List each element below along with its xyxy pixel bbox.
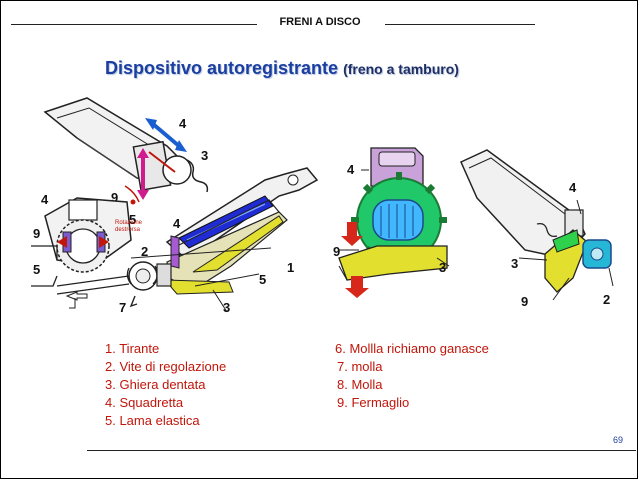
callout-a4: 5 xyxy=(129,212,136,227)
callout-d3: 9 xyxy=(521,294,528,309)
callout-a2: 3 xyxy=(201,148,208,163)
callout-c3: 3 xyxy=(439,260,446,275)
page-title: Dispositivo autoregistrante (freno a tam… xyxy=(105,58,459,79)
legend-item: 4. Squadretta xyxy=(105,395,184,410)
callout-d4: 2 xyxy=(603,292,610,307)
panel-c: 4 9 3 xyxy=(333,147,450,298)
page-number: 69 xyxy=(613,435,624,445)
callout-b5: 5 xyxy=(259,272,266,287)
title-sub: (freno a tamburo) xyxy=(343,61,459,77)
legend-item: 2. Vite di regolazione xyxy=(105,359,227,374)
brake-diagram: 4 3 9 5 4 9 5 Rot xyxy=(31,97,614,315)
legend-item: 1. Tirante xyxy=(105,341,160,356)
callout-a5: 4 xyxy=(41,192,49,207)
panel-d: 4 3 9 2 xyxy=(460,149,614,309)
callout-d2: 3 xyxy=(511,256,518,271)
callout-b2: 2 xyxy=(141,244,148,259)
legend-item: 7. molla xyxy=(337,359,383,374)
panel-a: 4 3 9 5 4 9 5 Rot xyxy=(31,97,208,309)
header-rule-right xyxy=(385,24,535,25)
panel-b: 4 2 7 1 5 3 xyxy=(119,167,319,315)
callout-a9: destrorsa xyxy=(115,227,141,233)
footer-rule xyxy=(87,450,636,451)
callout-a8: Rotazione xyxy=(115,220,143,226)
legend-left: 1. Tirante 2. Vite di regolazione 3. Ghi… xyxy=(105,340,226,430)
section-header: FRENI A DISCO xyxy=(279,16,361,28)
legend-right: 6. Mollla richiamo ganasce 7. molla 8. M… xyxy=(335,340,489,412)
callout-c1: 4 xyxy=(347,162,355,177)
callout-b1: 4 xyxy=(173,216,181,231)
legend-item: 3. Ghiera dentata xyxy=(105,377,206,392)
callout-a1: 4 xyxy=(179,116,187,131)
callout-a6: 9 xyxy=(33,226,40,241)
legend-item: 8. Molla xyxy=(337,377,383,392)
callout-b4: 1 xyxy=(287,260,294,275)
legend-item: 5. Lama elastica xyxy=(105,413,200,428)
callout-a7: 5 xyxy=(33,262,40,277)
header-rule-left xyxy=(11,24,257,25)
legend-item: 9. Fermaglio xyxy=(337,395,410,410)
callout-b6: 3 xyxy=(223,300,230,315)
title-main: Dispositivo autoregistrante xyxy=(105,58,339,78)
callout-d1: 4 xyxy=(569,180,577,195)
callout-c2: 9 xyxy=(333,244,340,259)
callout-b3: 7 xyxy=(119,300,126,315)
legend-item: 6. Mollla richiamo ganasce xyxy=(335,341,489,356)
callout-a3: 9 xyxy=(111,190,118,205)
